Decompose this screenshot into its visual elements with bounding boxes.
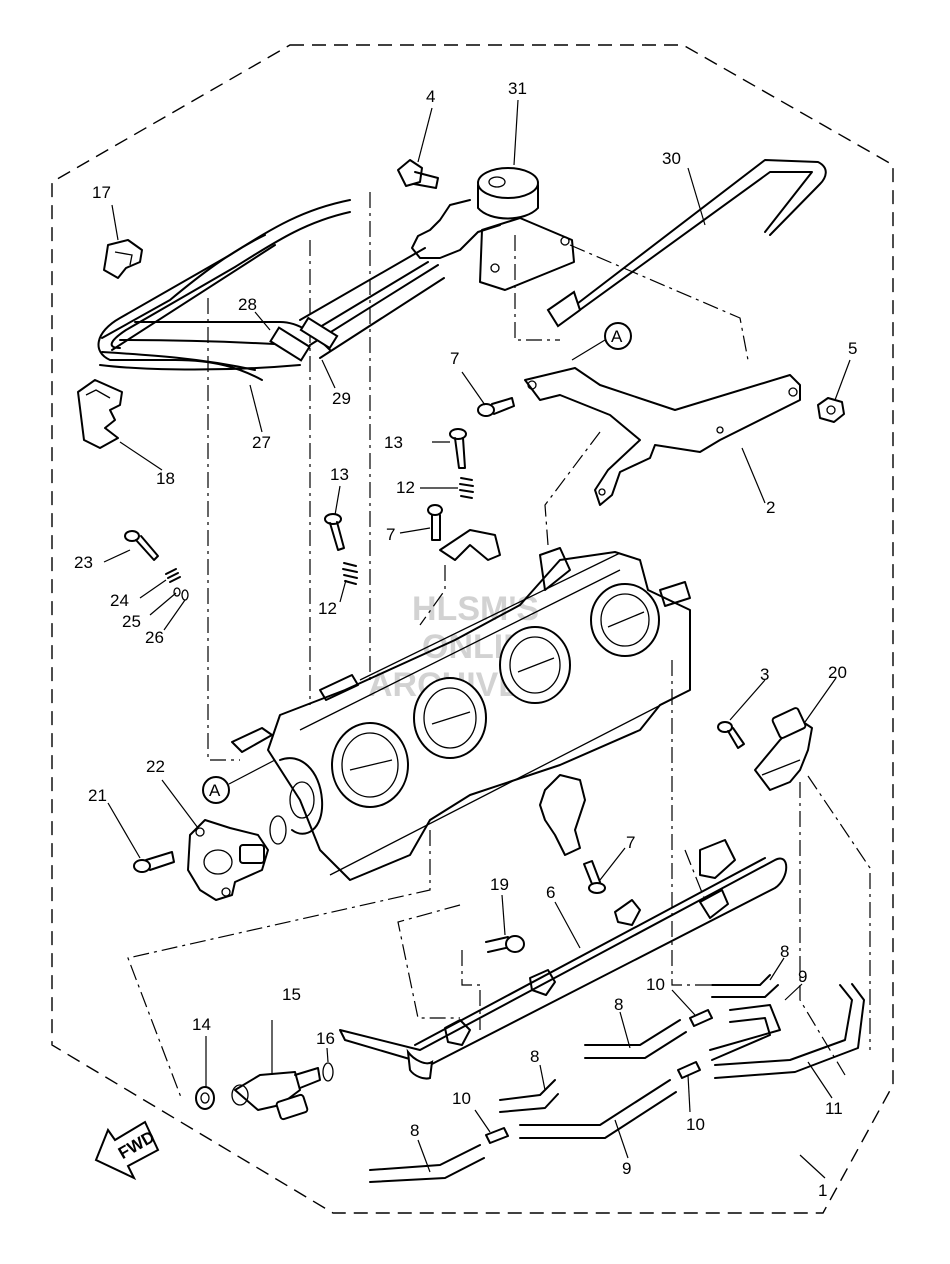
callout-25: 25 [122, 612, 141, 631]
link-bracket [439, 529, 501, 561]
bolt-4 [397, 159, 439, 189]
hose-8-a [711, 974, 779, 998]
callout-20: 20 [828, 663, 847, 682]
fuel-rod-30 [546, 159, 827, 328]
callout-12-upper: 12 [396, 478, 415, 497]
callout-29: 29 [332, 389, 351, 408]
throttle-bore-2 [413, 677, 487, 759]
o-ring-16 [322, 1062, 334, 1082]
assembly-guide-lines [127, 192, 871, 1101]
hose-9-a [709, 1004, 781, 1061]
screw-13-lower [324, 513, 345, 551]
callout-22: 22 [146, 757, 165, 776]
sensor-20 [754, 707, 813, 791]
screw-7-lower [583, 860, 606, 894]
nut-5 [817, 397, 845, 423]
callout-31: 31 [508, 79, 527, 98]
o-ring-tps [269, 815, 287, 845]
callout-13-lower: 13 [330, 465, 349, 484]
callout-27: 27 [252, 433, 271, 452]
callout-7-lower: 7 [626, 833, 635, 852]
joint-10-a [689, 1009, 713, 1027]
callout-8-b: 8 [614, 995, 623, 1014]
callout-9-a: 9 [798, 967, 807, 986]
callout-5: 5 [848, 339, 857, 358]
callout-24: 24 [110, 591, 129, 610]
adjust-screw-23 [124, 530, 159, 561]
callout-11: 11 [825, 1099, 843, 1118]
watermark-line-1: HLSM'S [412, 590, 539, 628]
pressure-regulator-31 [411, 167, 575, 291]
screw-7-upper [477, 397, 515, 417]
washer-25 [173, 587, 181, 597]
throttle-position-sensor-22 [187, 819, 269, 901]
throttle-body-assembly [231, 547, 691, 881]
hose-8-c [499, 1079, 559, 1113]
callout-8-a: 8 [780, 942, 789, 961]
callout-19: 19 [490, 875, 509, 894]
marker-a-lower: A [202, 759, 276, 804]
joint-10-c [485, 1127, 509, 1144]
fuel-rail-6 [339, 839, 788, 1080]
callout-17: 17 [92, 183, 111, 202]
callout-3: 3 [760, 665, 769, 684]
hose-8-b [584, 1019, 687, 1059]
callout-28: 28 [238, 295, 257, 314]
callout-7-middle: 7 [386, 525, 395, 544]
callout-30: 30 [662, 149, 681, 168]
callout-13-upper: 13 [384, 433, 403, 452]
hose-9-b [519, 1079, 677, 1139]
fuel-bracket-2 [524, 367, 801, 506]
fwd-arrow-icon: FWD [94, 1120, 160, 1181]
callout-26: 26 [145, 628, 164, 647]
o-ring-26 [181, 589, 189, 601]
callout-10-a: 10 [646, 975, 665, 994]
callout-18: 18 [156, 469, 175, 488]
throttle-bore-4 [590, 583, 660, 657]
callout-12-lower: 12 [318, 599, 337, 618]
hose-11 [714, 983, 865, 1079]
bolt-19 [485, 935, 525, 953]
callout-4: 4 [426, 87, 435, 106]
fuel-hoses-upper [97, 199, 445, 381]
joint-10-b [677, 1061, 701, 1079]
hose-clip-17 [103, 239, 143, 279]
callout-1: 1 [818, 1181, 827, 1200]
callout-10-b: 10 [686, 1115, 705, 1134]
callout-9-b: 9 [622, 1159, 631, 1178]
callout-8-c: 8 [530, 1047, 539, 1066]
hose-8-d [369, 1144, 485, 1183]
callout-6: 6 [546, 883, 555, 902]
spring-24 [165, 568, 181, 583]
seal-14 [195, 1086, 215, 1110]
leader-lines [103, 99, 851, 1179]
callout-23: 23 [74, 553, 93, 572]
callout-10-c: 10 [452, 1089, 471, 1108]
marker-a-upper-label: A [611, 327, 623, 346]
callout-8-d: 8 [410, 1121, 419, 1140]
screw-13-upper [449, 428, 467, 469]
callout-15: 15 [282, 985, 301, 1004]
assembly-boundary [51, 44, 894, 1214]
callout-16: 16 [316, 1029, 335, 1048]
spring-12-upper [459, 477, 474, 499]
marker-a-upper: A [571, 322, 632, 361]
callout-numbers: 4 31 30 17 28 29 27 18 7 5 13 12 2 7 13 … [74, 79, 857, 1200]
callout-21: 21 [88, 786, 107, 805]
bolt-21 [133, 851, 175, 873]
screw-3 [717, 721, 745, 749]
throttle-link-bracket [539, 774, 586, 856]
callout-7-upper: 7 [450, 349, 459, 368]
injector-15 [231, 1067, 321, 1121]
throttle-bore-3 [499, 626, 571, 704]
grommet-18 [77, 379, 123, 449]
throttle-bore-1 [331, 722, 409, 808]
callout-2: 2 [766, 498, 775, 517]
spring-12-lower [342, 562, 358, 585]
marker-a-lower-label: A [209, 781, 221, 800]
callout-14: 14 [192, 1015, 211, 1034]
screw-7-middle [427, 504, 443, 541]
